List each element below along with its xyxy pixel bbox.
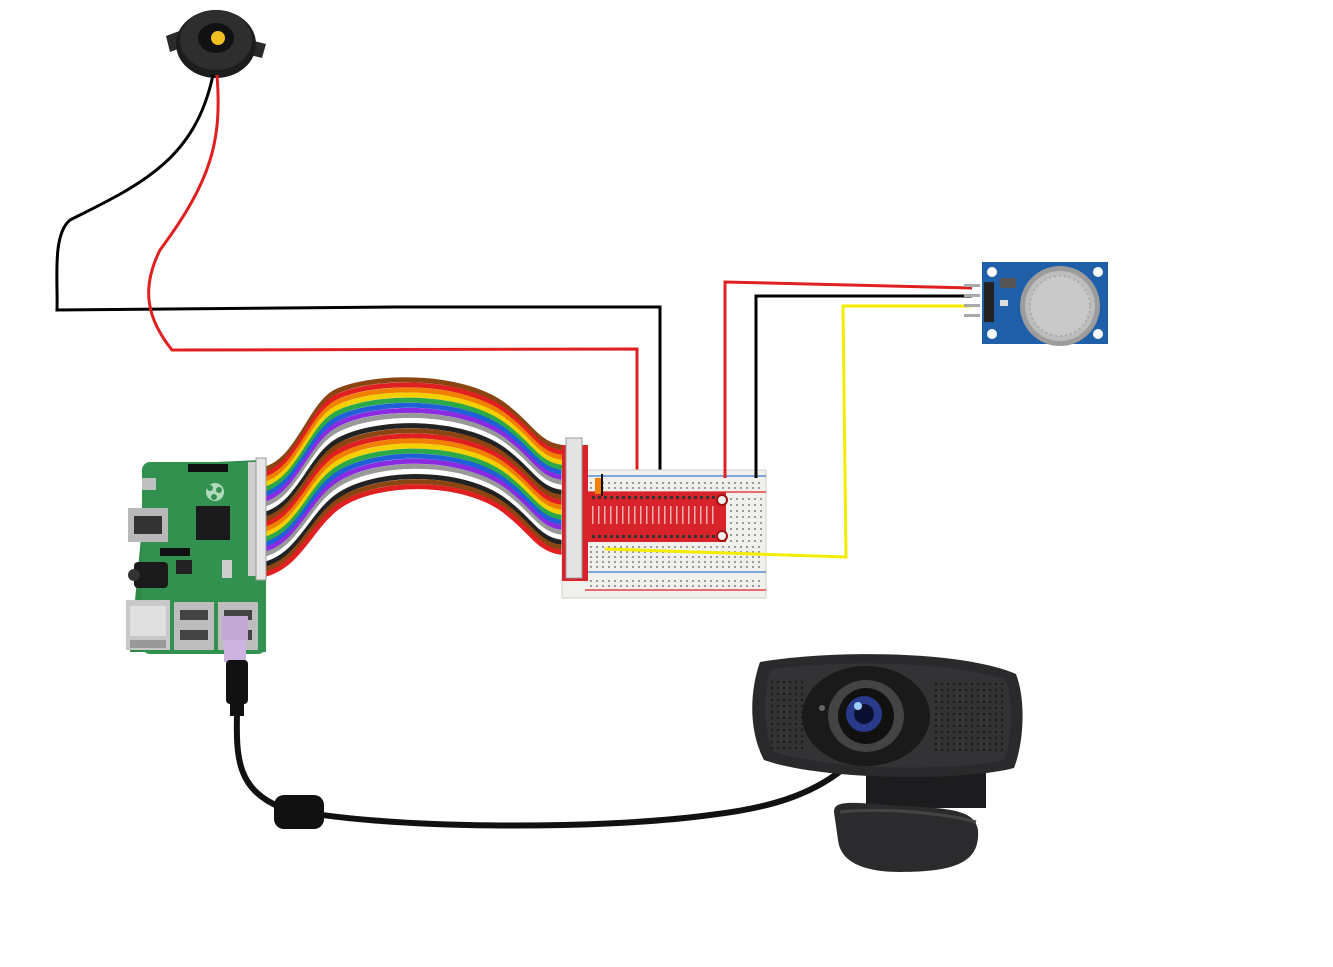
sensor-black-wire [754, 294, 972, 478]
raspberry-pi [126, 457, 267, 654]
usb-cable [222, 616, 844, 829]
ethernet-port [126, 600, 170, 650]
ferrite-bead [274, 795, 324, 829]
sensor-yellow-wire [604, 304, 972, 559]
raspberry-logo-icon [206, 483, 224, 501]
hdmi-port [128, 508, 168, 542]
buzzer [166, 10, 266, 78]
buzzer-red-wire [147, 74, 639, 478]
webcam [752, 654, 1023, 872]
audio-jack [128, 562, 168, 588]
gpio-breakout [562, 437, 728, 581]
sensor-red-wire [723, 280, 973, 478]
gas-sensor [964, 262, 1108, 346]
ribbon-cable [261, 377, 571, 578]
buzzer-black-wire [55, 74, 662, 478]
